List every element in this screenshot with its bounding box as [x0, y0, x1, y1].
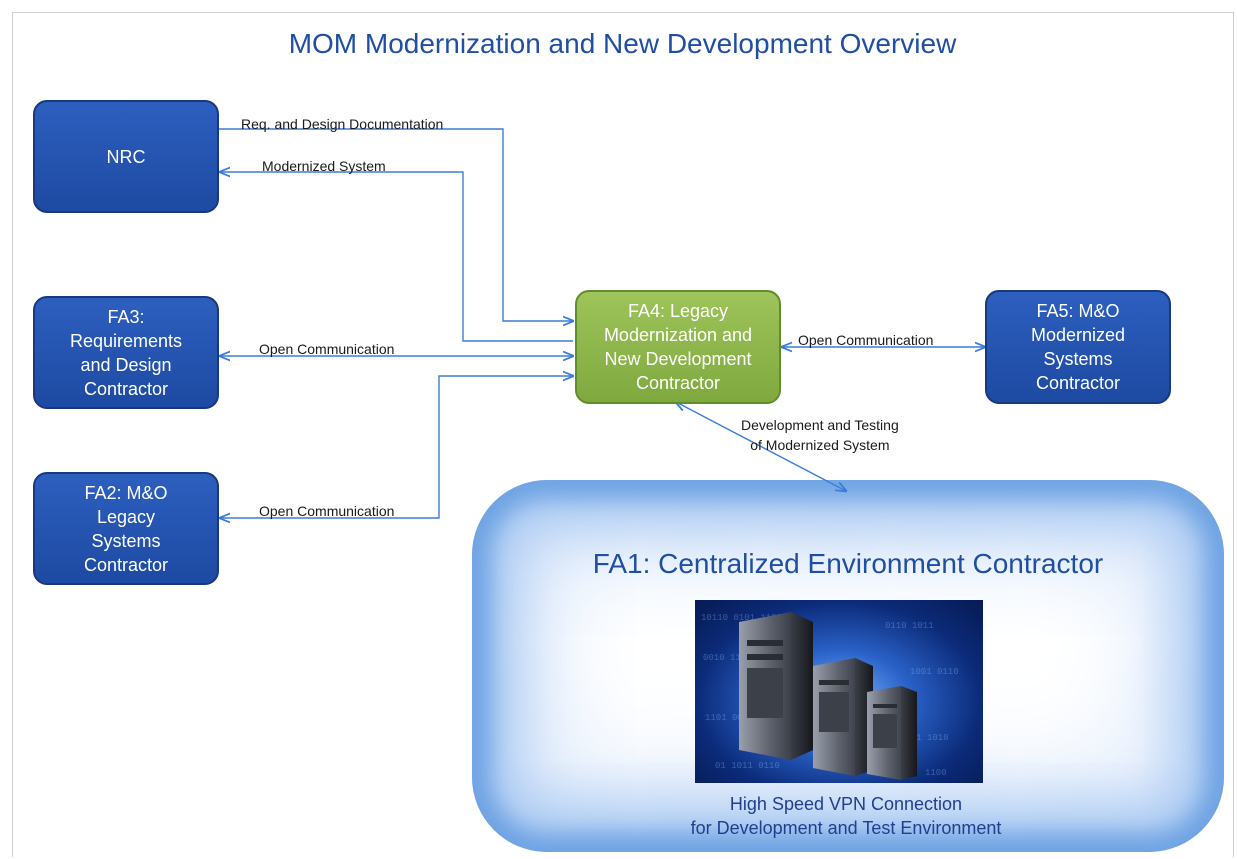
- label-dev-testing: Development and Testing of Modernized Sy…: [741, 415, 899, 455]
- edge-modernized-system: [220, 172, 573, 342]
- node-fa2-line-3: Systems: [91, 530, 161, 551]
- node-fa3-line-2: Requirements: [69, 330, 183, 351]
- node-fa5-line-3: Systems: [1043, 349, 1113, 369]
- label-dev-testing-line-1: Development and Testing: [741, 417, 899, 433]
- edge-dev-testing: [676, 402, 846, 491]
- label-dev-testing-line-2: of Modernized System: [750, 437, 890, 453]
- server-image: 10110 0101 1100 0110 1011 0010 1101 1001 0…: [695, 600, 983, 783]
- diagram-frame: [12, 12, 1234, 857]
- vpn-caption-line-1: High Speed VPN Connection: [729, 794, 963, 814]
- node-fa2-line-2: Legacy: [96, 506, 156, 527]
- node-fa3: FA3: Requirements and Design Contractor: [33, 296, 219, 409]
- node-fa5: FA5: M&O Modernized Systems Contractor: [985, 290, 1171, 404]
- svg-text:0010 1101: 0010 1101: [703, 653, 752, 663]
- node-fa2: FA2: M&O Legacy Systems Contractor: [33, 472, 219, 585]
- svg-text:1100: 1100: [925, 768, 947, 778]
- node-fa4-line-3: New Development: [604, 349, 752, 369]
- fa1-title: FA1: Centralized Environment Contractor: [592, 548, 1104, 579]
- node-fa5-line-1: FA5: M&O: [1036, 301, 1120, 321]
- node-fa4-line-1: FA4: Legacy: [627, 301, 729, 321]
- node-fa5-line-4: Contractor: [1035, 373, 1121, 393]
- node-fa2-line-1: FA2: M&O: [84, 482, 168, 503]
- label-open-comm-fa5: Open Communication: [798, 332, 934, 348]
- node-fa3-line-4: Contractor: [83, 378, 169, 399]
- edge-req-design: [218, 128, 573, 321]
- node-nrc-label: NRC: [106, 146, 146, 167]
- label-modernized-system: Modernized System: [262, 158, 386, 174]
- node-fa3-line-1: FA3:: [107, 306, 145, 327]
- svg-text:01 1011 0110: 01 1011 0110: [715, 761, 780, 771]
- node-fa4: FA4: Legacy Modernization and New Develo…: [575, 290, 781, 404]
- svg-text:1001 0110: 1001 0110: [910, 667, 959, 677]
- vpn-caption: High Speed VPN Connection for Developmen…: [560, 792, 1132, 840]
- svg-text:1101 0010 01: 1101 0010 01: [705, 713, 770, 723]
- svg-text:0111 1010: 0111 1010: [900, 733, 949, 743]
- label-req-design: Req. and Design Documentation: [241, 116, 444, 132]
- node-fa4-line-2: Modernization and: [603, 325, 753, 345]
- node-nrc: NRC: [33, 100, 219, 213]
- svg-text:0110 1011: 0110 1011: [885, 621, 934, 631]
- label-open-comm-fa2: Open Communication: [259, 503, 395, 519]
- node-fa3-line-3: and Design: [80, 354, 172, 375]
- edge-open-comm-fa2: [220, 376, 573, 518]
- node-fa2-line-4: Contractor: [83, 554, 169, 575]
- svg-text:10110 0101 1100: 10110 0101 1100: [701, 613, 782, 623]
- node-fa5-line-2: Modernized: [1030, 325, 1126, 345]
- vpn-caption-line-2: for Development and Test Environment: [690, 818, 1002, 838]
- label-open-comm-fa3: Open Communication: [259, 341, 395, 357]
- diagram-title: MOM Modernization and New Development Ov…: [288, 28, 957, 59]
- node-fa4-line-4: Contractor: [635, 373, 721, 393]
